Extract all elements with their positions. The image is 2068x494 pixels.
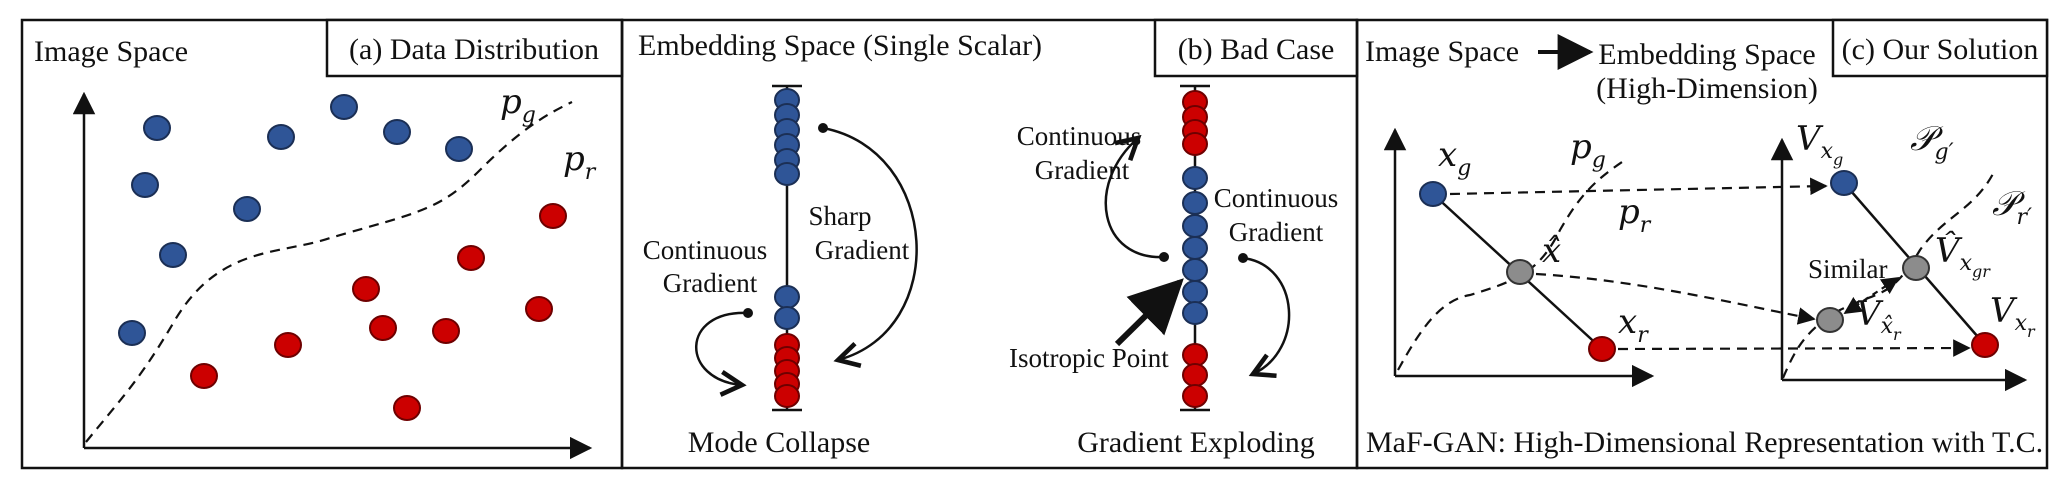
panel-a-title-box [325,18,624,78]
vxr-dot [1971,332,1999,358]
fake-sample-dots [118,94,473,346]
xhat-dot [1506,259,1534,285]
panel-a-frame [20,18,624,470]
map-xhat-arrow [1535,272,1816,325]
pr-prime-label: 𝒫r′ [1992,184,2032,230]
xg-label: xg [1438,135,1471,181]
mode-collapse-axis [772,84,802,412]
exploding-real-dots-bottom [1182,343,1208,408]
panel-data-distribution: (a) Data Distribution Image Space [20,18,624,470]
xr-dot [1588,336,1616,362]
continuous-gradient-arrow-upper [1104,138,1165,259]
gradient-exploding-caption: Gradient Exploding [1077,426,1314,459]
panel-b-title: (b) Bad Case [1178,33,1335,66]
map-xg-arrow [1449,177,1828,196]
gradient-exploding-axis [1180,84,1210,412]
pr-label: pr [563,139,597,185]
mode-collapse-real-dots [774,333,800,408]
panel-a-title: (a) Data Distribution [349,33,599,66]
vxg-dot [1830,170,1858,196]
mode-collapse-caption: Mode Collapse [688,426,870,459]
exploding-real-dots-top [1182,90,1208,156]
isotropic-point-label: Isotropic Point [1009,343,1169,373]
vxhatr-label: Vx̂r [1856,294,1902,344]
pg-label: pg [500,82,536,128]
vxr-label: Vxr [1990,291,2036,341]
panel-c-title-box [1831,18,2049,78]
vxgr-label: V̂xgr [1935,230,1991,281]
xg-dot [1419,181,1447,207]
pg-label-c: pg [1570,127,1606,173]
panel-c-frame [1355,18,2049,470]
embedding-space-high-dim-label: Embedding Space(High-Dimension) [1596,38,1818,105]
vxg-label: Vxg [1796,119,1843,169]
real-sample-dots [190,203,567,421]
decision-boundary [85,101,573,443]
continuous-gradient-arrow-lower [1242,256,1291,374]
image-space-to-label: Image Space [1365,35,1519,68]
continuous-gradient-arrow-left [695,311,749,385]
sharp-gradient-arrow [822,126,918,360]
panel-c-title: (c) Our Solution [1842,33,2039,66]
left-boundary [1397,159,1626,371]
image-space-label: Image Space [34,35,188,68]
xr-label: xr [1618,302,1649,348]
pg-prime-label: 𝒫g′ [1910,119,1954,165]
map-xr-arrow [1617,339,1971,357]
xhat-label: x̂ [1542,231,1561,271]
embedding-space-label: Embedding Space (Single Scalar) [638,29,1042,62]
vxhatr-dot [1816,307,1844,333]
mode-collapse-fake-dots [774,88,800,330]
panel-bad-case: (b) Bad Case Embedding Space (Single Sca… [620,18,1359,470]
similar-label: Similar [1808,254,1888,284]
pr-label-c: pr [1618,192,1652,238]
isotropic-point-arrow [1114,278,1184,347]
panel-our-solution: (c) Our Solution Image Space Embedding S… [1355,18,2049,470]
vxgr-dot [1902,255,1930,281]
panel-c-caption: MaF-GAN: High-Dimensional Representation… [1366,426,2043,459]
